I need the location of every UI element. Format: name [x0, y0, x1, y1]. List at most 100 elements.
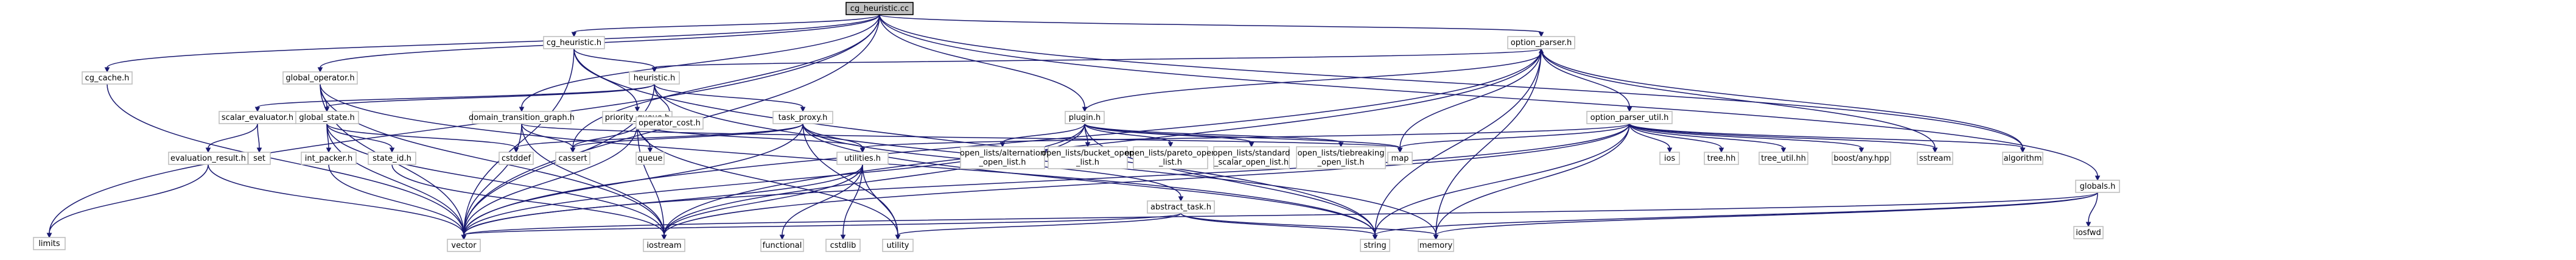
- node-label: evaluation_result.h: [170, 154, 246, 163]
- node-box: [499, 152, 534, 165]
- plugin-h-node[interactable]: plugin.h: [1065, 111, 1105, 124]
- utility-node[interactable]: utility: [882, 239, 914, 252]
- evaluation-result-h-node[interactable]: evaluation_result.h: [168, 152, 248, 165]
- edge-scalar_evaluator_h-to-evaluation_result_h: [208, 123, 258, 149]
- open-lists-tiebreaking-node[interactable]: open_lists/tiebreaking_open_list.h: [1296, 146, 1386, 169]
- queue-node[interactable]: queue: [635, 152, 665, 165]
- node-box: [836, 152, 889, 165]
- node-label: iosfwd: [2076, 228, 2101, 237]
- node-label: cg_heuristic.cc: [850, 4, 909, 13]
- edge-option_parser_h-to-vector: [463, 48, 1542, 236]
- edge-option_parser_util_h-to-tree_util_hh: [1629, 123, 1784, 149]
- edge-heuristic_h-to-global_state_h: [326, 83, 655, 108]
- edge-arrowhead: [1372, 234, 1378, 241]
- global-state-h-node[interactable]: global_state.h: [295, 111, 359, 124]
- set-node[interactable]: set: [248, 152, 271, 165]
- map-node[interactable]: map: [1387, 152, 1413, 165]
- globals-h-node[interactable]: globals.h: [2075, 180, 2120, 193]
- edge-arrowhead: [326, 147, 332, 153]
- node-label: global_state.h: [299, 113, 354, 122]
- node-box: [1659, 152, 1680, 165]
- edge-arrowhead: [647, 147, 653, 153]
- limits-node[interactable]: limits: [33, 237, 66, 250]
- vector-node[interactable]: vector: [447, 239, 481, 252]
- cg-cache-h-node[interactable]: cg_cache.h: [82, 71, 133, 85]
- algorithm-node[interactable]: algorithm: [2002, 152, 2043, 165]
- edge-arrowhead: [254, 107, 261, 113]
- node-label: heuristic.h: [634, 74, 675, 83]
- node-label: functional: [763, 241, 802, 250]
- node-label: limits: [38, 239, 60, 248]
- cstddef-node[interactable]: cstddef: [499, 152, 534, 165]
- edge-arrowhead: [46, 233, 52, 239]
- cg-heuristic-h-node[interactable]: cg_heuristic.h: [543, 36, 605, 49]
- edge-plugin_h-to-ol_pareto: [1084, 123, 1171, 143]
- node-box: [760, 239, 804, 252]
- global-operator-h-node[interactable]: global_operator.h: [282, 71, 358, 85]
- iostream-node[interactable]: iostream: [643, 239, 685, 252]
- node-label: string: [1363, 241, 1386, 250]
- edge-heuristic_h-to-scalar_evaluator_h: [257, 83, 655, 108]
- functional-node[interactable]: functional: [760, 239, 804, 252]
- edge-global_state_h-to-vector: [326, 123, 464, 236]
- sstream-node[interactable]: sstream: [1917, 152, 1953, 165]
- edge-int_packer_h-to-vector: [328, 164, 464, 236]
- node-label: int_packer.h: [305, 154, 352, 163]
- edge-arrowhead: [324, 107, 330, 113]
- int-packer-h-node[interactable]: int_packer.h: [301, 152, 357, 165]
- edge-arrowhead: [2095, 175, 2101, 181]
- edge-globals_h-to-memory: [1435, 192, 2098, 236]
- edge-arrowhead: [1338, 142, 1344, 148]
- edge-arrowhead: [104, 67, 110, 73]
- node-label: open_lists/alternation: [960, 149, 1045, 158]
- scalar-evaluator-h-node[interactable]: scalar_evaluator.h: [219, 111, 296, 124]
- node-box: [248, 152, 271, 165]
- node-box: [543, 36, 605, 49]
- edge-cg_heuristic_h-to-heuristic_h: [573, 48, 655, 68]
- node-label: plugin.h: [1069, 113, 1101, 122]
- cassert-node[interactable]: cassert: [555, 152, 590, 165]
- open-lists-alternation-node[interactable]: open_lists/alternation_open_list.h: [960, 146, 1045, 169]
- edge-evaluation_result_h-to-vector: [208, 164, 464, 236]
- ios-node[interactable]: ios: [1659, 152, 1680, 165]
- edge-globals_h-to-iosfwd: [2088, 192, 2098, 223]
- node-label: memory: [1419, 241, 1453, 250]
- boost-any-hpp-node[interactable]: boost/any.hpp: [1832, 152, 1891, 165]
- edge-abstract_task_h-to-string: [1180, 213, 1376, 236]
- edge-plugin_h-to-ol_tiebreaking: [1084, 123, 1342, 143]
- iosfwd-node[interactable]: iosfwd: [2073, 226, 2104, 239]
- option-parser-h-node[interactable]: option_parser.h: [1507, 36, 1575, 49]
- option-parser-util-h-node[interactable]: option_parser_util.h: [1586, 111, 1673, 124]
- edge-arrowhead: [1397, 147, 1403, 153]
- node-box: [1832, 152, 1891, 165]
- state-id-h-node[interactable]: state_id.h: [368, 152, 416, 165]
- edge-global_state_h-to-iostream: [326, 123, 665, 236]
- node-box: [1418, 239, 1454, 252]
- tree-util-hh-node[interactable]: tree_util.hh: [1759, 152, 1808, 165]
- cstdlib-node[interactable]: cstdlib: [825, 239, 861, 252]
- edge-cg_cache_h-to-vector: [107, 83, 464, 236]
- abstract-task-h-node[interactable]: abstract_task.h: [1147, 200, 1215, 214]
- string-node[interactable]: string: [1360, 239, 1390, 252]
- memory-node[interactable]: memory: [1418, 239, 1454, 252]
- edge-domain_transition_graph_h-to-iostream: [521, 123, 665, 236]
- open-lists-standard-node[interactable]: open_lists/standard_scalar_open_list.h: [1213, 146, 1290, 169]
- node-box: [1360, 239, 1390, 252]
- cg-heuristic-cc-node[interactable]: cg_heuristic.cc: [845, 2, 914, 15]
- tree-hh-node[interactable]: tree.hh: [1704, 152, 1739, 165]
- open-lists-bucket-node[interactable]: open_lists/bucket_open_list.h: [1041, 146, 1134, 169]
- operator-cost-h-node[interactable]: operator_cost.h: [635, 116, 704, 130]
- node-label: ios: [1664, 154, 1676, 163]
- domain-transition-graph-h-node[interactable]: domain_transition_graph.h: [469, 111, 575, 124]
- edge-utilities_h-to-functional: [782, 164, 863, 236]
- open-lists-pareto-node[interactable]: open_lists/pareto_open_list.h: [1125, 146, 1216, 169]
- edge-abstract_task_h-to-utility: [897, 213, 1181, 236]
- edge-plugin_h-to-string: [1084, 123, 1376, 236]
- edge-cg_heuristic_cc-to-option_parser_h: [879, 14, 1542, 33]
- edge-arrowhead: [1858, 147, 1864, 153]
- node-label: domain_transition_graph.h: [469, 113, 575, 122]
- node-box: [282, 71, 358, 85]
- task-proxy-h-node[interactable]: task_proxy.h: [772, 111, 833, 124]
- heuristic-h-node[interactable]: heuristic.h: [629, 71, 680, 85]
- utilities-h-node[interactable]: utilities.h: [836, 152, 889, 165]
